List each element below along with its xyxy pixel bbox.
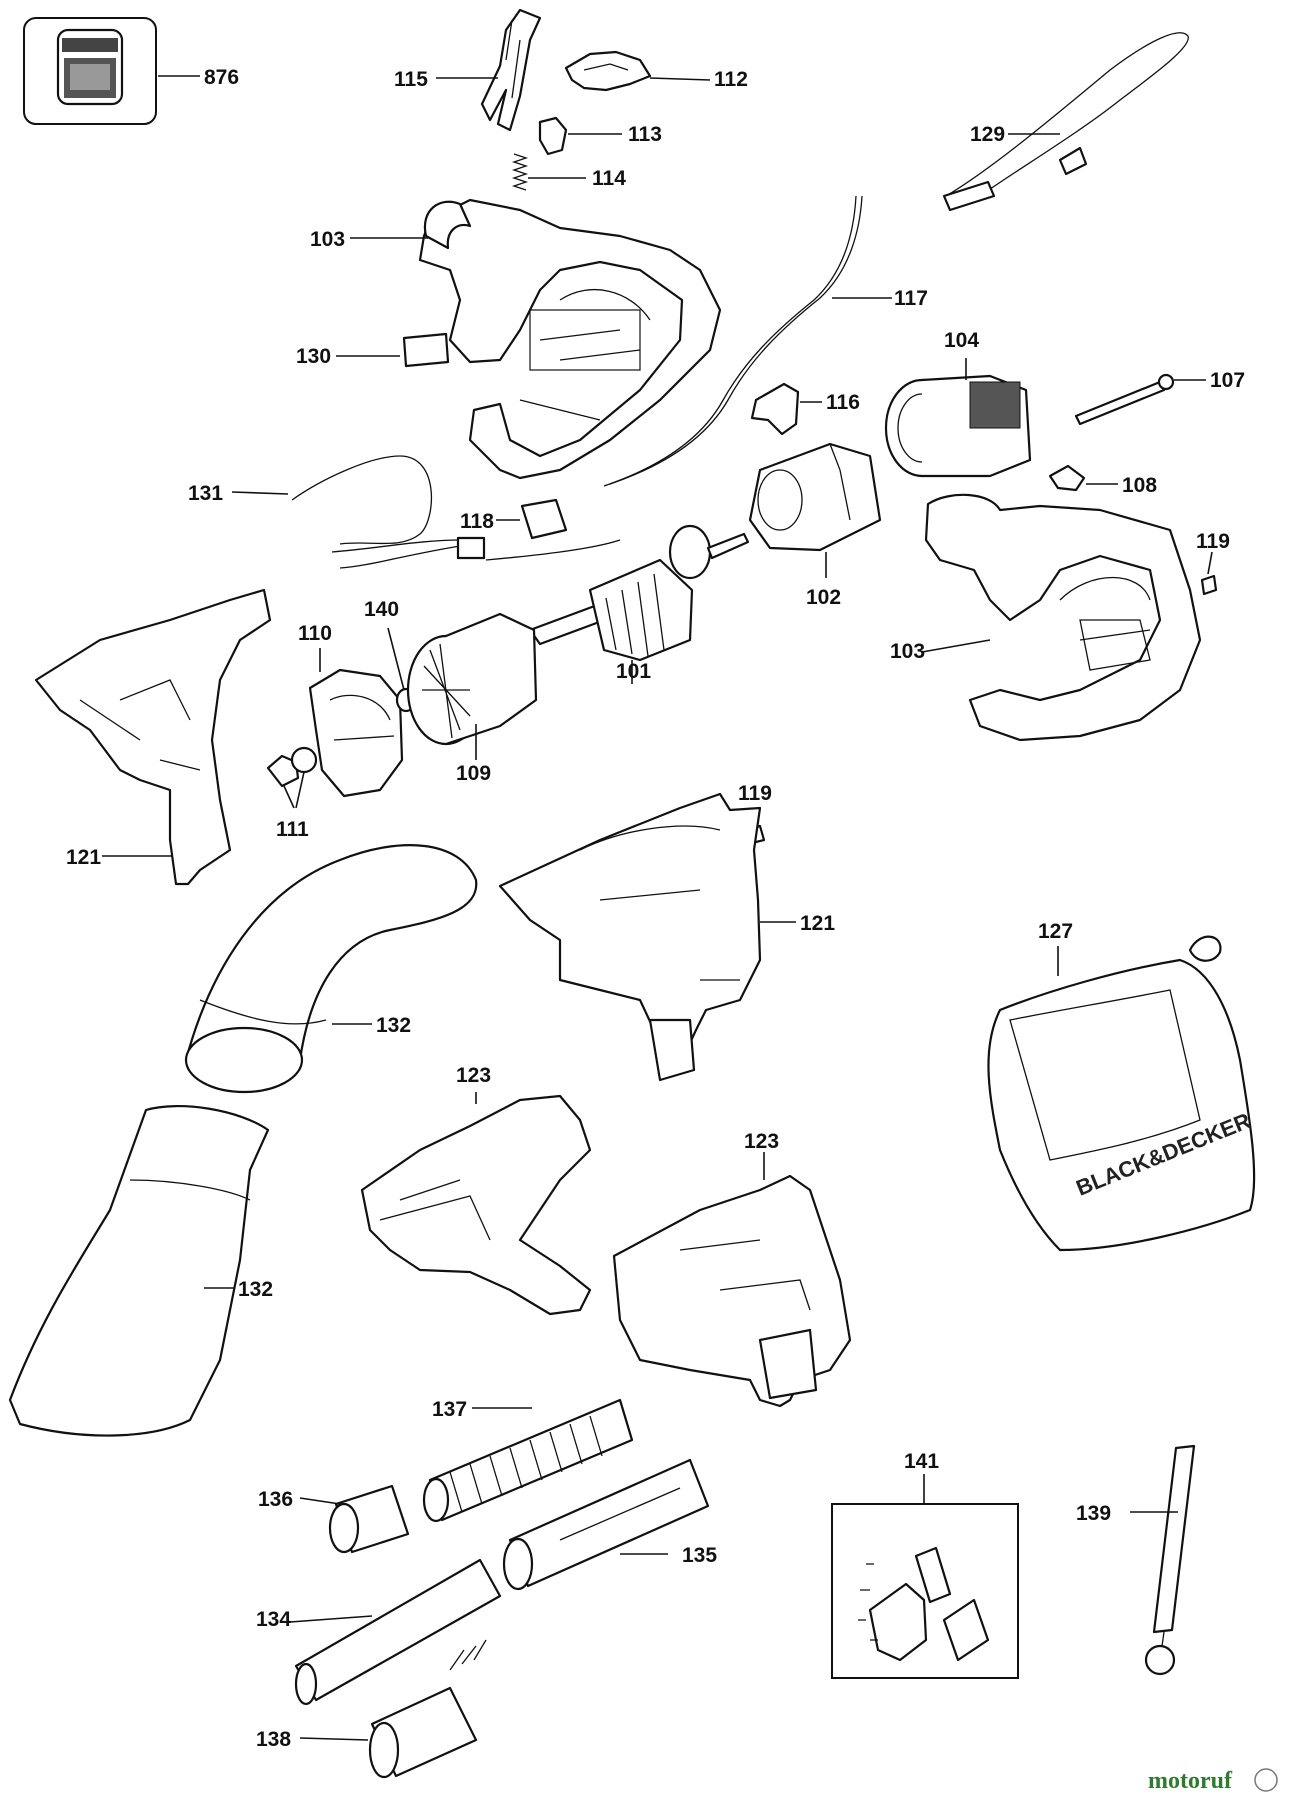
- copyright-icon: [1254, 1768, 1278, 1792]
- label-104: 104: [944, 329, 979, 352]
- part-121-left-blower-half: [34, 588, 272, 886]
- part-136-coupler: [299, 1484, 410, 1554]
- part-134-nozzle-tube: [289, 1558, 502, 1706]
- part-number-labels: 876 115 112 113 114 129 103 117 104 130 …: [66, 66, 1245, 1751]
- part-110-fan-cover: [308, 648, 404, 798]
- part-137-corrugated-hose: [422, 1398, 634, 1523]
- label-136: 136: [258, 1488, 293, 1511]
- part-104-motor-housing: [884, 358, 1032, 478]
- label-140: 140: [364, 598, 399, 621]
- part-111-knobs: [266, 746, 318, 809]
- label-131: 131: [188, 482, 223, 505]
- part-112-switch-cover: [564, 50, 711, 92]
- part-107-long-screw: [1074, 373, 1206, 426]
- part-130-label: [336, 332, 450, 368]
- label-132-upper: 132: [376, 1014, 411, 1037]
- label-121-left: 121: [66, 846, 101, 869]
- part-139-hand-tool: [1130, 1444, 1196, 1676]
- part-109-fan-impeller: [406, 612, 538, 760]
- part-108-clip: [1048, 464, 1118, 492]
- part-103-upper-housing: [350, 198, 722, 480]
- label-137: 137: [432, 1398, 467, 1421]
- part-116-cord-clamp: [750, 382, 822, 436]
- label-141: 141: [904, 1450, 939, 1473]
- label-115: 115: [394, 68, 428, 91]
- label-139: 139: [1076, 1502, 1111, 1525]
- part-129-shoulder-strap: [942, 32, 1189, 212]
- label-103-lower: 103: [890, 640, 925, 663]
- part-132-lower-tube: [8, 1104, 270, 1437]
- label-108: 108: [1122, 474, 1157, 497]
- part-131-wiring-harness: [231, 455, 621, 569]
- label-113: 113: [628, 123, 662, 146]
- label-130: 130: [296, 345, 331, 368]
- label-116: 116: [826, 391, 860, 414]
- part-117-power-cord: [603, 195, 892, 487]
- label-123-left: 123: [456, 1064, 491, 1087]
- label-111: 111: [276, 818, 309, 841]
- part-135-extension-tube: [502, 1458, 710, 1591]
- label-119-upper: 119: [1196, 530, 1230, 553]
- label-110: 110: [298, 622, 332, 645]
- label-127: 127: [1038, 920, 1073, 943]
- part-119-screw-a: [1200, 551, 1218, 596]
- part-141-fitting-kit: [831, 1474, 1019, 1679]
- part-121-right-blower-half: [498, 792, 796, 1082]
- label-102: 102: [806, 586, 841, 609]
- label-132-lower: 132: [238, 1278, 273, 1301]
- part-115-trigger-lever: [436, 8, 542, 132]
- part-123-left-blower-piece: [360, 1092, 592, 1316]
- part-113-switch-clip: [538, 116, 622, 156]
- watermark-text: motoruf: [1148, 1768, 1233, 1794]
- part-118-switch: [496, 498, 568, 540]
- label-107: 107: [1210, 369, 1245, 392]
- label-134: 134: [256, 1608, 291, 1631]
- part-123-right-blower-cover: [612, 1152, 852, 1408]
- label-876: 876: [204, 66, 239, 89]
- label-123-right: 123: [744, 1130, 779, 1153]
- label-119-lower: 119: [738, 782, 772, 805]
- part-138-adapter: [299, 1639, 487, 1779]
- part-132-upper-tube: [184, 844, 478, 1094]
- label-109: 109: [456, 762, 491, 785]
- part-102-field-stator: [748, 442, 882, 578]
- label-138: 138: [256, 1728, 291, 1751]
- part-876-motor-assembly: [23, 17, 200, 125]
- part-127-collection-bag: BLACK&DECKER: [987, 935, 1256, 1252]
- label-129: 129: [970, 123, 1005, 146]
- part-114-spring: [511, 153, 586, 191]
- label-114: 114: [592, 167, 626, 190]
- label-112: 112: [714, 68, 748, 91]
- label-117: 117: [894, 287, 928, 310]
- label-101: 101: [616, 660, 651, 683]
- label-121-right: 121: [800, 912, 835, 935]
- label-118: 118: [460, 510, 494, 533]
- part-103-lower-housing: [921, 493, 1202, 742]
- part-101-armature: [528, 524, 750, 684]
- label-103-upper: 103: [310, 228, 345, 251]
- label-135: 135: [682, 1544, 717, 1567]
